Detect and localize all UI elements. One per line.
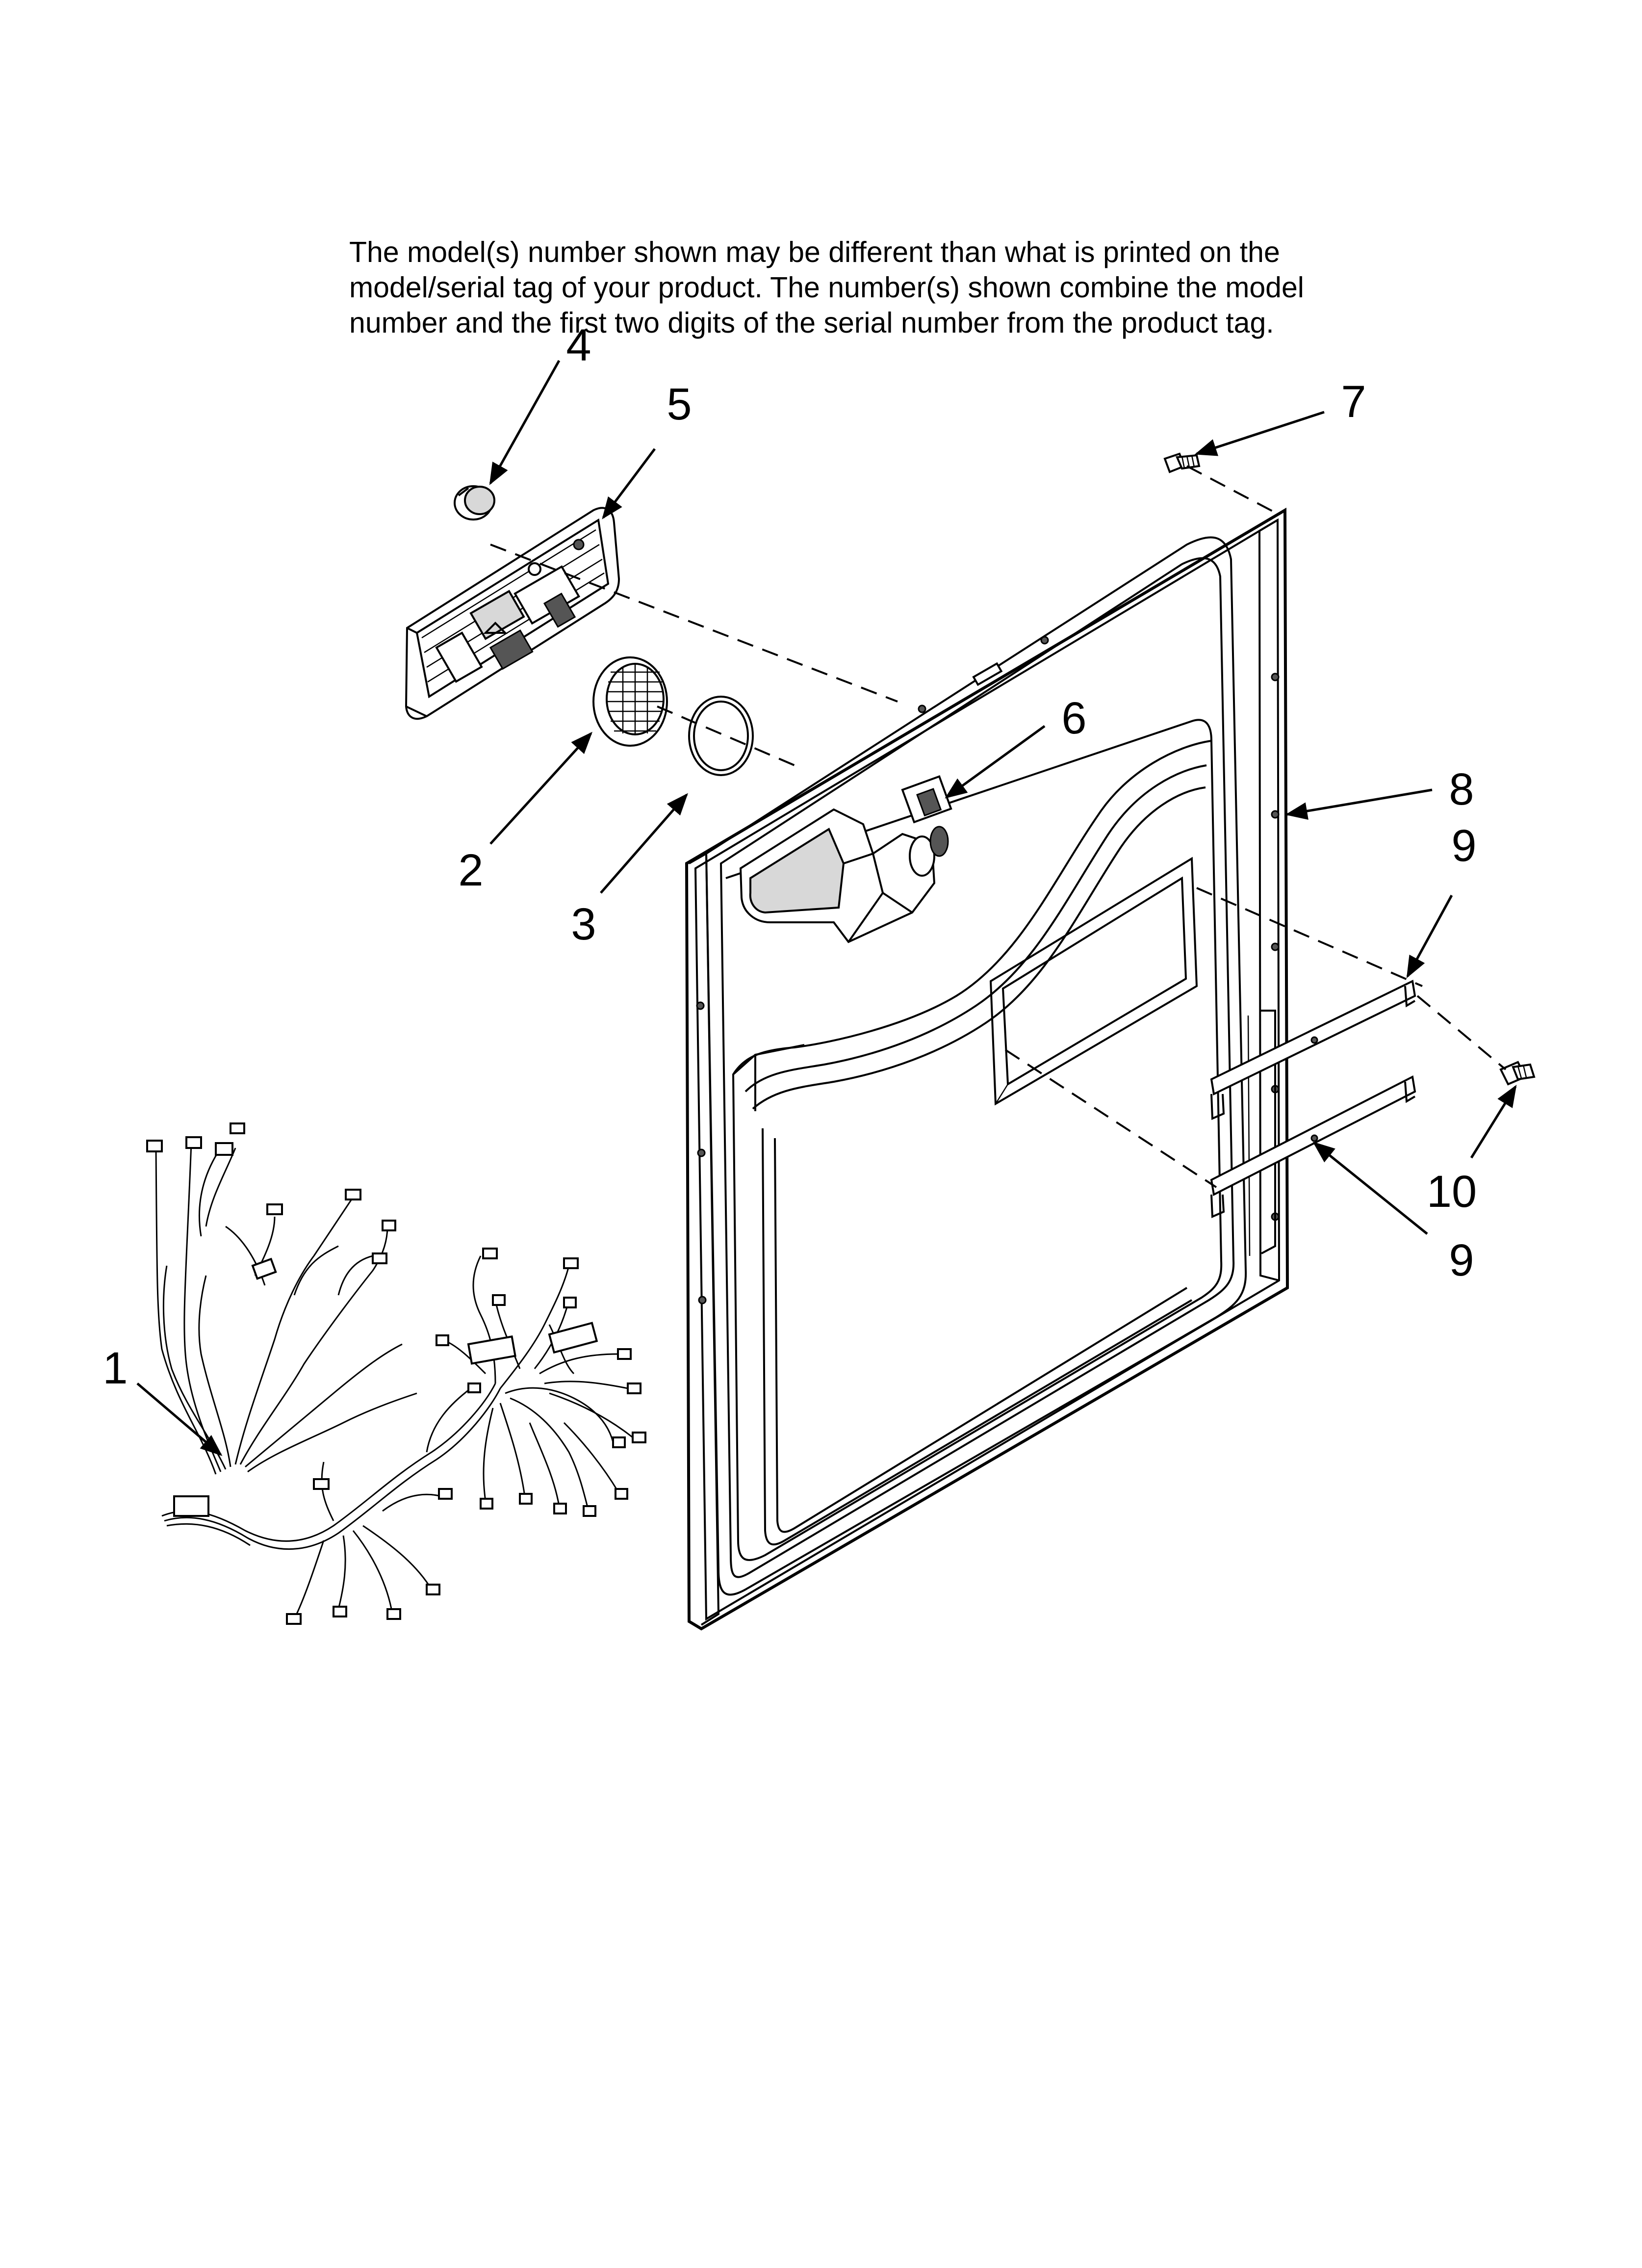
notice-line-2: model/serial tag of your product. The nu… bbox=[349, 271, 1304, 304]
callout-5: 5 bbox=[667, 379, 692, 429]
callout-9-upper: 9 bbox=[1451, 821, 1476, 871]
notice-line-3: number and the first two digits of the s… bbox=[349, 307, 1274, 339]
leader-lines bbox=[136, 360, 1517, 1456]
callout-2: 2 bbox=[458, 845, 483, 895]
inner-door-panel bbox=[685, 507, 1289, 1631]
callout-9-lower: 9 bbox=[1449, 1235, 1474, 1285]
model-number-notice: The model(s) number shown may be differe… bbox=[349, 235, 1360, 340]
callout-labels: 4 5 7 6 8 9 2 3 10 9 1 bbox=[103, 320, 1477, 1393]
wire-harness bbox=[146, 1122, 646, 1625]
hinge-strip-lower bbox=[1210, 1075, 1416, 1218]
assembly-guide-lines bbox=[490, 465, 1507, 1188]
callout-6: 6 bbox=[1061, 693, 1086, 743]
callout-7: 7 bbox=[1341, 377, 1366, 427]
notice-line-1: The model(s) number shown may be differe… bbox=[349, 236, 1280, 268]
control-knob-cap bbox=[454, 485, 495, 521]
callout-1: 1 bbox=[103, 1343, 128, 1393]
callout-4: 4 bbox=[566, 320, 591, 370]
control-panel-module bbox=[405, 507, 620, 720]
screw-top bbox=[1163, 452, 1201, 473]
callout-10: 10 bbox=[1427, 1167, 1477, 1217]
vent-gasket-ring bbox=[688, 696, 754, 776]
screw-side bbox=[1499, 1061, 1536, 1086]
dispenser-housing bbox=[739, 775, 952, 943]
callout-3: 3 bbox=[571, 899, 596, 949]
hinge-strip-upper bbox=[1210, 980, 1416, 1120]
vent-grille bbox=[592, 656, 668, 747]
callout-8: 8 bbox=[1449, 764, 1474, 814]
